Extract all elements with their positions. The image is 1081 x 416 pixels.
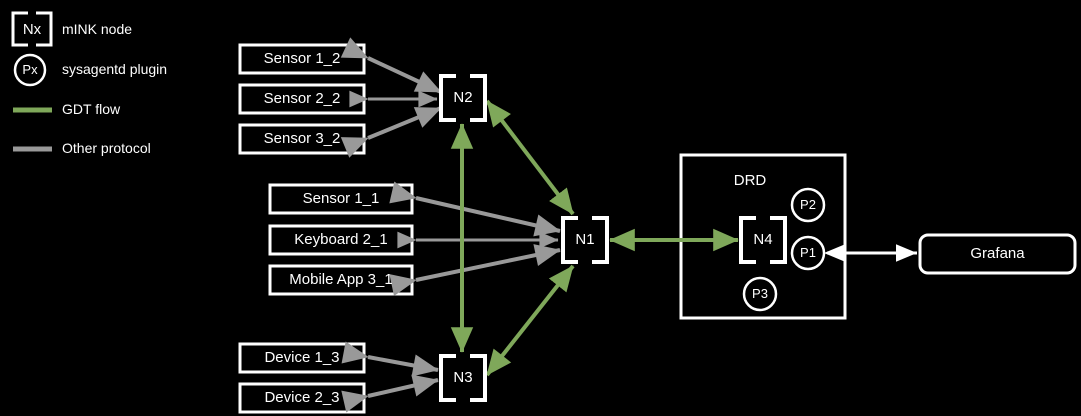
- endpoint-label-sensor-1-1: Sensor 1_1: [302, 190, 380, 207]
- link-n3-device-2-3: [341, 374, 439, 413]
- plugin-circle-p2[interactable]: [790, 187, 826, 223]
- mink-node-bracket-icon: [11, 11, 53, 47]
- node-bracket-n2[interactable]: [439, 74, 487, 122]
- node-bracket-n4[interactable]: [739, 216, 787, 264]
- endpoint-label-keyboard-2-1: Keyboard 2_1: [294, 231, 388, 248]
- legend-label-other-protocol: Other protocol: [62, 140, 151, 156]
- drd-title: DRD: [733, 172, 767, 189]
- plugin-circle-p1[interactable]: [790, 235, 826, 271]
- link-n1-sensor-1-1: [389, 181, 561, 237]
- endpoint-label-sensor-3-2: Sensor 3_2: [263, 130, 341, 147]
- endpoint-label-device-2-3: Device 2_3: [264, 389, 340, 406]
- node-label-n4: N4: [753, 231, 773, 248]
- plugin-label-p1: P1: [800, 245, 816, 260]
- link-n3-device-1-3: [341, 341, 439, 377]
- grafana-box[interactable]: [918, 233, 1077, 275]
- legend-label-gdt-flow: GDT flow: [62, 101, 121, 117]
- node-label-n1: N1: [575, 231, 595, 248]
- endpoint-label-mobile-app-3-1: Mobile App 3_1: [289, 271, 393, 288]
- plugin-circle-p3[interactable]: [742, 276, 778, 312]
- link-n2-n1-gdt: [485, 99, 575, 216]
- legend-label-sysagentd-plugin: sysagentd plugin: [62, 61, 168, 77]
- link-n3-n1-gdt: [485, 264, 575, 377]
- endpoint-label-device-1-3: Device 1_3: [264, 349, 340, 366]
- sysagentd-plugin-circle-icon: [13, 53, 47, 87]
- link-n2-sensor-1-2: [340, 37, 442, 94]
- plugin-label-p2: P2: [800, 197, 816, 212]
- node-bracket-n1[interactable]: [561, 216, 609, 264]
- node-label-n2: N2: [453, 89, 473, 106]
- plugin-label-p3: P3: [752, 286, 768, 301]
- link-n2-sensor-3-2: [340, 106, 442, 158]
- endpoint-label-sensor-1-2: Sensor 1_2: [263, 50, 341, 67]
- endpoint-label-sensor-2-2: Sensor 2_2: [263, 90, 341, 107]
- legend-label-mink-node: mINK node: [62, 21, 133, 37]
- node-label-n3: N3: [453, 369, 473, 386]
- link-n1-mobile-app-3-1: [389, 244, 561, 297]
- legend-node-icon-text: Nx: [22, 21, 42, 38]
- node-bracket-n3[interactable]: [439, 354, 487, 402]
- legend-plugin-icon-text: Px: [22, 62, 38, 77]
- grafana-label: Grafana: [970, 245, 1025, 262]
